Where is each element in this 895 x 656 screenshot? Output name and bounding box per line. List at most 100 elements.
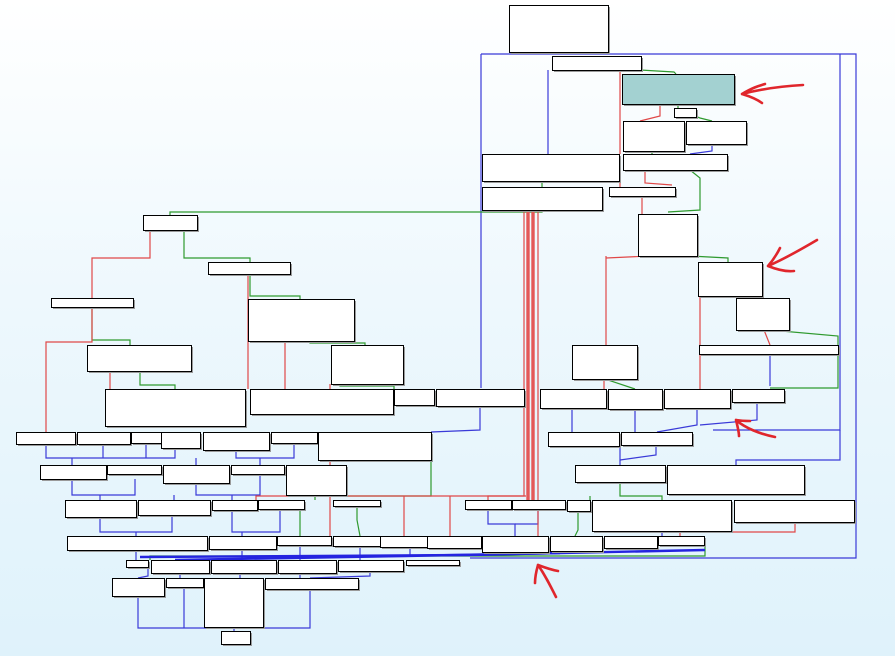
basic-block[interactable] xyxy=(540,389,609,411)
annotation-arrow-1 xyxy=(740,82,805,105)
basic-block[interactable] xyxy=(482,154,622,184)
graph-edge-5 xyxy=(639,69,677,75)
basic-block[interactable] xyxy=(732,389,787,405)
basic-block[interactable] xyxy=(552,56,644,73)
basic-block[interactable] xyxy=(436,389,527,409)
basic-block[interactable] xyxy=(265,578,361,592)
basic-block-body xyxy=(65,500,137,518)
basic-block-body xyxy=(318,432,432,461)
basic-block[interactable] xyxy=(406,560,462,568)
basic-block-body xyxy=(736,298,790,331)
basic-block-body xyxy=(277,536,332,546)
basic-block[interactable] xyxy=(567,500,593,514)
annotation-arrows xyxy=(533,82,819,599)
basic-block[interactable] xyxy=(126,560,151,570)
basic-block[interactable] xyxy=(333,536,383,549)
basic-block[interactable] xyxy=(87,345,194,374)
basic-block[interactable] xyxy=(166,578,206,590)
basic-block[interactable] xyxy=(674,108,699,120)
basic-block[interactable] xyxy=(658,536,707,548)
basic-block-body xyxy=(621,432,693,446)
graph-edge-88 xyxy=(137,567,149,579)
basic-block[interactable] xyxy=(151,560,212,576)
basic-block[interactable] xyxy=(736,298,792,333)
basic-block[interactable] xyxy=(277,536,334,548)
basic-block[interactable] xyxy=(509,5,611,55)
basic-block[interactable] xyxy=(623,121,687,154)
basic-block[interactable] xyxy=(734,500,857,525)
basic-block[interactable] xyxy=(204,578,266,630)
basic-block[interactable] xyxy=(623,154,730,173)
basic-block[interactable] xyxy=(143,215,200,233)
basic-block[interactable] xyxy=(248,299,357,344)
basic-block[interactable] xyxy=(77,432,133,447)
basic-block-body xyxy=(138,500,211,516)
basic-block[interactable] xyxy=(161,432,203,451)
basic-block[interactable] xyxy=(51,298,136,310)
basic-block[interactable] xyxy=(286,465,349,498)
basic-block[interactable] xyxy=(271,432,320,446)
basic-block[interactable] xyxy=(548,432,622,449)
basic-block-body xyxy=(550,536,603,552)
basic-block-body xyxy=(211,560,277,574)
basic-block[interactable] xyxy=(380,536,430,550)
basic-block[interactable] xyxy=(208,262,293,277)
basic-block[interactable] xyxy=(482,536,551,555)
basic-block[interactable] xyxy=(638,214,700,259)
graph-edge-60 xyxy=(735,430,841,465)
basic-block-highlighted[interactable] xyxy=(622,74,737,107)
basic-block[interactable] xyxy=(65,500,139,520)
basic-block[interactable] xyxy=(572,345,640,382)
basic-block-body xyxy=(658,536,705,546)
basic-block[interactable] xyxy=(664,389,733,411)
basic-block[interactable] xyxy=(512,500,568,512)
basic-block[interactable] xyxy=(209,536,279,552)
basic-block[interactable] xyxy=(394,389,437,408)
graph-edge-7 xyxy=(639,104,661,122)
basic-block[interactable] xyxy=(465,500,514,512)
basic-block[interactable] xyxy=(278,560,339,576)
basic-block[interactable] xyxy=(67,536,210,553)
basic-block[interactable] xyxy=(667,465,807,497)
basic-block[interactable] xyxy=(698,262,765,299)
basic-block-body xyxy=(166,578,204,588)
basic-block[interactable] xyxy=(427,536,484,551)
basic-block[interactable] xyxy=(575,465,668,485)
basic-block[interactable] xyxy=(131,432,165,446)
basic-block[interactable] xyxy=(258,500,307,512)
basic-block[interactable] xyxy=(318,432,434,463)
basic-block-body xyxy=(667,465,805,495)
basic-block-body xyxy=(664,389,731,409)
basic-block[interactable] xyxy=(203,432,272,453)
basic-block[interactable] xyxy=(592,500,734,534)
basic-block-body xyxy=(427,536,482,549)
basic-block[interactable] xyxy=(699,345,841,357)
basic-block[interactable] xyxy=(482,187,605,213)
basic-block[interactable] xyxy=(331,345,406,387)
basic-block-body xyxy=(567,500,591,512)
basic-block[interactable] xyxy=(112,578,167,599)
basic-block[interactable] xyxy=(107,465,164,477)
graph-edge-33 xyxy=(769,329,839,389)
basic-block[interactable] xyxy=(138,500,213,518)
basic-block[interactable] xyxy=(16,432,78,447)
basic-block[interactable] xyxy=(550,536,605,554)
basic-block[interactable] xyxy=(604,536,660,551)
basic-block[interactable] xyxy=(608,389,665,412)
basic-block[interactable] xyxy=(686,121,749,147)
annotation-arrow-4 xyxy=(533,563,560,599)
basic-block[interactable] xyxy=(333,500,383,509)
basic-block[interactable] xyxy=(212,500,260,513)
basic-block[interactable] xyxy=(231,465,287,477)
basic-block[interactable] xyxy=(163,465,232,486)
basic-block[interactable] xyxy=(105,389,248,429)
basic-block-body xyxy=(204,578,264,628)
basic-block[interactable] xyxy=(221,631,253,647)
basic-block[interactable] xyxy=(40,465,109,482)
basic-block[interactable] xyxy=(609,187,678,199)
basic-block[interactable] xyxy=(211,560,279,576)
basic-block[interactable] xyxy=(621,432,695,448)
graph-edge-38 xyxy=(430,406,481,433)
basic-block[interactable] xyxy=(338,560,406,574)
basic-block[interactable] xyxy=(250,389,396,417)
